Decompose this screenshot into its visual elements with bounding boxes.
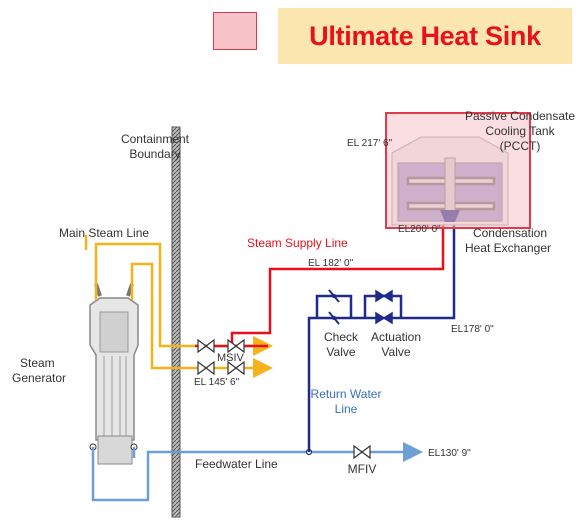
actuation-valve-label-1: Actuation [371, 330, 421, 344]
steam-supply-line-label: Steam Supply Line [247, 236, 348, 250]
el-178-label: EL178' 0" [451, 324, 494, 335]
el-130-label: EL130' 9" [428, 448, 471, 459]
msiv-label: MSIV [217, 352, 245, 364]
el-200-label: EL200' 0" [398, 224, 441, 235]
actuation-valve [375, 289, 393, 325]
mfiv-valve [353, 444, 371, 460]
el-182-label: EL 182' 0" [308, 258, 354, 269]
condensation-hx-label-1: Condensation [473, 226, 547, 240]
containment-wall [171, 126, 181, 518]
containment-label-1: Containment [121, 132, 190, 146]
check-valve [328, 289, 340, 325]
containment-label-2: Boundary [129, 147, 180, 161]
steam-generator [89, 283, 139, 465]
ultimate-heat-sink-region [385, 112, 531, 229]
el-217-label: EL 217' 6" [347, 138, 393, 149]
feedwater-line [91, 442, 423, 502]
legend-label: Ultimate Heat Sink [309, 20, 541, 51]
legend-title-banner: Ultimate Heat Sink [278, 8, 572, 64]
check-valve-label-1: Check [324, 330, 359, 344]
pcct-label-3: (PCCT) [500, 139, 541, 153]
actuation-valve-label-2: Valve [381, 345, 410, 359]
mfiv-label: MFIV [348, 462, 377, 476]
msiv-valve [197, 338, 245, 376]
steam-generator-label-2: Generator [12, 371, 66, 385]
return-water-line-label-2: Line [335, 402, 358, 416]
main-steam-line-label: Main Steam Line [59, 226, 149, 240]
legend-swatch [213, 12, 257, 50]
pcct-label-2: Cooling Tank [485, 124, 555, 138]
el-145-label: EL 145' 6" [194, 377, 240, 388]
return-water-line-label-1: Return Water [311, 387, 382, 401]
steam-generator-label-1: Steam [20, 356, 55, 370]
pcct-label-1: Passive Condensate [465, 109, 575, 123]
condensation-hx-label-2: Heat Exchanger [465, 241, 551, 255]
feedwater-line-label: Feedwater Line [195, 457, 278, 471]
check-valve-label-2: Valve [326, 345, 355, 359]
